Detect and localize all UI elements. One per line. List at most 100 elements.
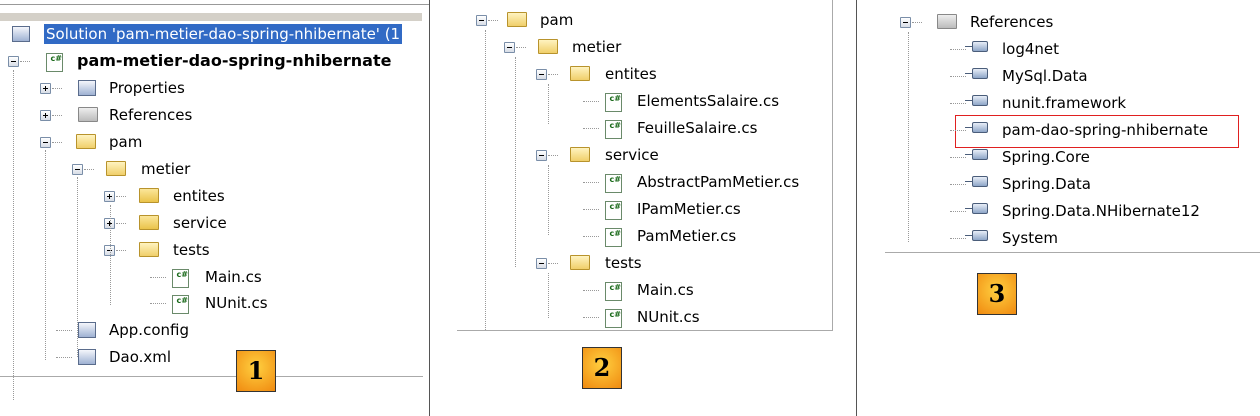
reference-icon (965, 230, 988, 241)
folder-icon (139, 242, 159, 257)
folder-service[interactable]: service (605, 146, 659, 164)
csharp-file-icon (605, 93, 622, 112)
panel3-bottom (885, 252, 1260, 253)
folder-tests[interactable]: tests (605, 254, 642, 272)
collapse-icon[interactable] (40, 137, 51, 148)
tree-line (515, 57, 516, 267)
tree-line (20, 61, 30, 62)
file[interactable]: AbstractPamMetier.cs (637, 173, 800, 191)
folder-icon (76, 134, 96, 149)
folder-icon (570, 255, 590, 270)
collapse-icon[interactable] (476, 15, 487, 26)
folder-icon (139, 188, 159, 203)
tree-line (116, 223, 126, 224)
folder-icon (538, 39, 558, 54)
csharp-file-icon (172, 269, 189, 288)
project-node[interactable]: pam-metier-dao-spring-nhibernate (77, 51, 392, 70)
tree-line (150, 277, 166, 278)
folder-pam[interactable]: pam (540, 11, 574, 29)
reference-item[interactable]: MySql.Data (1002, 67, 1088, 85)
collapse-icon[interactable] (72, 164, 83, 175)
folder-metier[interactable]: metier (141, 160, 191, 178)
file-nunit[interactable]: NUnit.cs (205, 294, 268, 312)
top-border (0, 4, 430, 5)
tree-line (583, 317, 599, 318)
item-icon (78, 322, 96, 338)
tree-line (950, 157, 966, 158)
properties-node[interactable]: Properties (109, 79, 185, 97)
file-main[interactable]: Main.cs (205, 268, 262, 286)
file[interactable]: Main.cs (637, 281, 694, 299)
reference-item[interactable]: Spring.Core (1002, 148, 1090, 166)
folder-icon (570, 147, 590, 162)
folder-pam[interactable]: pam (109, 133, 143, 151)
folder-entites[interactable]: entites (605, 65, 657, 83)
references-node[interactable]: References (109, 106, 193, 124)
collapse-icon[interactable] (104, 245, 115, 256)
file[interactable]: FeuilleSalaire.cs (637, 119, 758, 137)
collapse-icon[interactable] (536, 69, 547, 80)
folder-entites[interactable]: entites (173, 187, 225, 205)
tree-line (548, 263, 558, 264)
tree-line (950, 49, 966, 50)
highlight-box (955, 115, 1239, 148)
reference-item[interactable]: System (1002, 229, 1058, 247)
tree-line (583, 209, 599, 210)
reference-item[interactable]: Spring.Data (1002, 175, 1091, 193)
collapse-icon[interactable] (900, 17, 911, 28)
tree-line (548, 273, 549, 318)
folder-metier[interactable]: metier (572, 38, 622, 56)
reference-icon (965, 203, 988, 214)
item-icon (12, 26, 30, 42)
tree-line (912, 22, 922, 23)
reference-icon (965, 176, 988, 187)
reference-item[interactable]: nunit.framework (1002, 94, 1127, 112)
tree-line (56, 357, 72, 358)
tree-line (84, 169, 94, 170)
reference-item[interactable]: pam-dao-spring-nhibernate (1002, 121, 1209, 139)
folder-service[interactable]: service (173, 214, 227, 232)
tree-line (950, 211, 966, 212)
expand-icon[interactable] (104, 218, 115, 229)
tree-line (56, 330, 72, 331)
collapse-icon[interactable] (536, 150, 547, 161)
reference-icon (965, 68, 988, 79)
expand-icon[interactable] (104, 191, 115, 202)
file-dao-xml[interactable]: Dao.xml (109, 348, 172, 366)
reference-icon (965, 95, 988, 106)
tree-line (77, 177, 78, 357)
item-icon (78, 80, 96, 96)
tree-line (583, 290, 599, 291)
tree-line (583, 101, 599, 102)
solution-node[interactable]: Solution 'pam-metier-dao-spring-nhiberna… (44, 24, 403, 44)
badge-3: 3 (977, 273, 1017, 315)
file[interactable]: NUnit.cs (637, 308, 700, 326)
badge-1: 1 (236, 350, 276, 392)
tree-line (52, 115, 62, 116)
tree-line (950, 103, 966, 104)
csharp-file-icon (605, 201, 622, 220)
file[interactable]: IPamMetier.cs (637, 200, 741, 218)
tree-line (548, 155, 558, 156)
file-app-config[interactable]: App.config (109, 321, 189, 339)
folder-icon (78, 107, 98, 122)
folder-icon (937, 14, 957, 29)
reference-item[interactable]: log4net (1002, 40, 1060, 58)
folder-tests[interactable]: tests (173, 241, 210, 259)
csharp-file-icon (605, 228, 622, 247)
tree-line (548, 84, 549, 124)
panel-header-bar (0, 13, 422, 21)
file[interactable]: ElementsSalaire.cs (637, 92, 780, 110)
csharp-file-icon (605, 174, 622, 193)
divider (856, 0, 857, 416)
expand-icon[interactable] (40, 110, 51, 121)
collapse-icon[interactable] (536, 258, 547, 269)
file[interactable]: PamMetier.cs (637, 227, 737, 245)
tree-line (488, 20, 498, 21)
tree-line (516, 47, 526, 48)
reference-item[interactable]: Spring.Data.NHibernate12 (1002, 202, 1200, 220)
collapse-icon[interactable] (504, 42, 515, 53)
expand-icon[interactable] (40, 83, 51, 94)
references-node[interactable]: References (970, 13, 1054, 31)
collapse-icon[interactable] (8, 56, 19, 67)
